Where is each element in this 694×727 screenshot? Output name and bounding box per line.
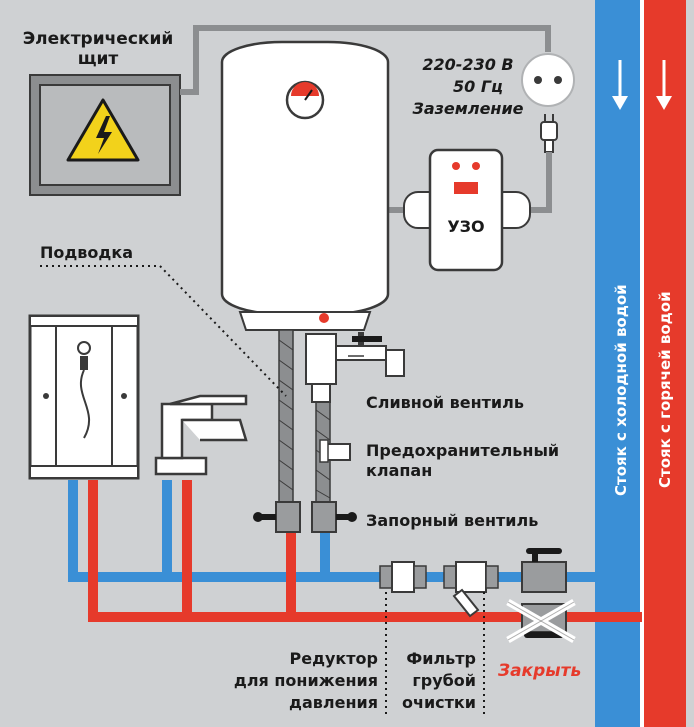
- shower-head-icon: [77, 341, 91, 439]
- coarse-filter: [443, 561, 499, 618]
- power-line2: 50 Гц: [453, 77, 503, 96]
- thermometer-gauge-icon: [285, 80, 325, 120]
- supply-label: Подводка: [40, 243, 133, 262]
- faucet-icon: [154, 394, 248, 476]
- shutoff-valve-cold: [311, 501, 357, 533]
- filter-line3: очистки: [402, 693, 476, 712]
- supply-leader: [40, 265, 287, 397]
- hot-main-pipe: [88, 612, 642, 622]
- reducer-line3: давления: [289, 693, 378, 712]
- shutoff-valve-label: Запорный вентиль: [366, 511, 538, 530]
- water-heater-tank: [220, 40, 390, 331]
- closed-cross-icon: [506, 598, 576, 644]
- safety-valve-line2: клапан: [366, 461, 432, 480]
- power-line3: Заземление: [411, 99, 523, 118]
- drain-valve: [305, 332, 405, 403]
- heater-hot-pipe: [286, 530, 296, 622]
- reducer-line1: Редуктор: [289, 649, 378, 668]
- socket-icon: [521, 53, 575, 107]
- hot-riser-arrow-icon: [656, 60, 672, 110]
- shower-cold-pipe: [68, 480, 78, 582]
- cold-riser-label: Стояк с холодной водой: [612, 284, 630, 496]
- cold-riser-arrow-icon: [612, 60, 628, 110]
- filter-line1: Фильтр: [406, 649, 476, 668]
- hot-riser-label: Стояк с горячей водой: [656, 291, 674, 488]
- panel-title-line1: Электрический: [23, 29, 174, 49]
- reducer-line2: для понижения: [234, 671, 378, 690]
- shutoff-valve-hot: [253, 501, 301, 533]
- safety-valve: [319, 439, 351, 463]
- pressure-reducer: [379, 561, 427, 593]
- filter-line2: грубой: [412, 671, 476, 690]
- rcd-device: [403, 148, 531, 272]
- cold-riser-valve: [521, 548, 567, 593]
- panel-title-line2: щит: [78, 49, 119, 69]
- drain-valve-label: Сливной вентиль: [366, 393, 524, 412]
- power-line1: 220-230 В: [422, 55, 513, 74]
- supply-hose-hot: [278, 329, 294, 503]
- shower-hot-pipe: [88, 480, 98, 622]
- safety-valve-line1: Предохранительный: [366, 441, 559, 460]
- rcd-label: УЗО: [447, 217, 484, 236]
- faucet-hot-pipe: [182, 480, 192, 622]
- cold-main-pipe: [68, 572, 596, 582]
- power-wire: [180, 25, 551, 95]
- high-voltage-warning-icon: [66, 98, 140, 162]
- heater-cold-pipe: [320, 530, 330, 582]
- plug-icon: [540, 114, 558, 153]
- close-label: Закрыть: [497, 661, 581, 681]
- faucet-cold-pipe: [162, 480, 172, 582]
